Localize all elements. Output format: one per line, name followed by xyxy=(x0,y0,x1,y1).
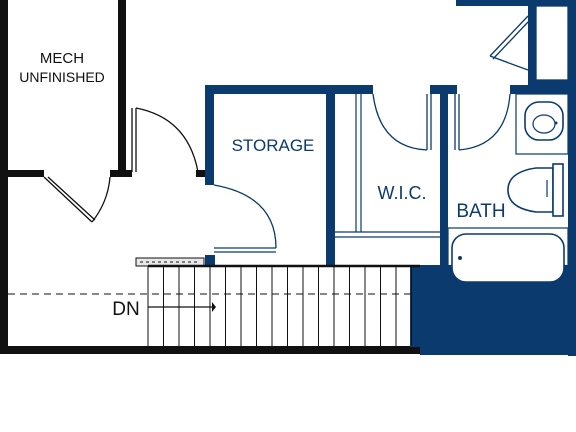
wall-closet-bottom xyxy=(536,80,576,88)
wall-right-exterior xyxy=(568,86,576,356)
wall-closet-left xyxy=(528,0,536,86)
room-label-storage: STORAGE xyxy=(232,136,315,155)
wall-wic-bath xyxy=(440,85,448,265)
room-label-mech-unfinished: UNFINISHED xyxy=(19,69,105,85)
wall-mech-right xyxy=(118,0,126,176)
room-label-bath: BATH xyxy=(456,201,505,222)
stair-arrow-head xyxy=(212,302,216,312)
navy-walls xyxy=(205,0,576,356)
stair-direction-label: DN xyxy=(112,299,139,320)
storage-door xyxy=(213,184,277,253)
wall-storage-stub xyxy=(196,170,208,177)
wall-bath-top xyxy=(510,85,576,94)
wic-door xyxy=(372,93,432,151)
bathtub-inner xyxy=(451,233,565,283)
stairs xyxy=(8,257,420,346)
wall-mech-bottom-right xyxy=(110,170,132,177)
black-walls xyxy=(0,0,420,354)
wall-wic-top-left xyxy=(335,85,373,94)
bathtub-outer xyxy=(447,227,569,287)
bath-fixtures xyxy=(447,93,569,287)
wall-storage-bottom xyxy=(205,255,215,265)
closet-door xyxy=(489,5,569,81)
wall-storage-left xyxy=(205,85,214,185)
mech-door xyxy=(43,176,111,223)
wall-bottom-exterior xyxy=(0,346,420,354)
wall-top-right-header xyxy=(456,0,576,6)
stair-treads xyxy=(147,266,412,346)
bath-door xyxy=(454,93,511,151)
wall-closet-right xyxy=(568,0,576,86)
vanity-counter xyxy=(515,93,569,155)
wall-storage-top xyxy=(205,85,330,94)
toilet xyxy=(507,167,554,213)
wall-mech-bottom-left xyxy=(0,170,44,177)
hall-door xyxy=(131,107,199,173)
navy-fill-step xyxy=(410,265,424,347)
sink xyxy=(524,101,564,141)
wall-storage-wic xyxy=(326,85,335,265)
room-label-wic: W.I.C. xyxy=(378,183,427,203)
room-label-mech: MECH xyxy=(40,50,84,67)
wic-inner-lines xyxy=(335,94,440,238)
toilet-tank xyxy=(552,163,564,217)
